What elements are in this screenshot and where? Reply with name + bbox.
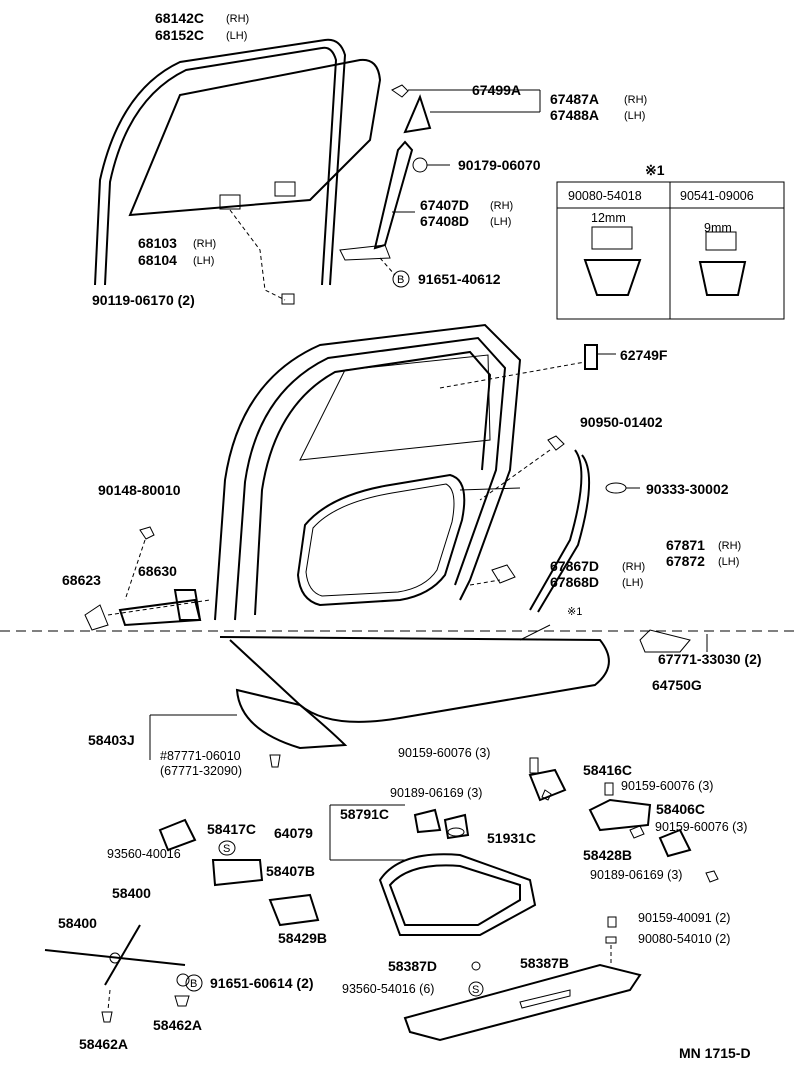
label-58400-a: 58400	[112, 885, 151, 901]
label-62749f: 62749F	[620, 347, 668, 363]
note-size1: 12mm	[591, 211, 626, 225]
svg-text:(LH): (LH)	[226, 30, 247, 42]
label-58406c: 58406C	[656, 801, 705, 817]
door-glass	[128, 58, 382, 305]
bracket-64750g	[639, 629, 708, 653]
note-size2: 9mm	[704, 221, 732, 235]
svg-text:(RH): (RH)	[226, 13, 249, 25]
label-58462a-a: 58462A	[153, 1017, 202, 1033]
label-58429b: 58429B	[278, 930, 327, 946]
svg-text:(RH): (RH)	[193, 238, 216, 250]
label-58403j: 58403J	[88, 732, 135, 748]
label-90159-a: 90159-60076 (3)	[398, 746, 490, 760]
label-68152c: 68152C	[155, 27, 204, 43]
label-67487a: 67487A	[550, 91, 599, 107]
label-58407b: 58407B	[266, 863, 315, 879]
label-58428b: 58428B	[583, 847, 632, 863]
label-58387d: 58387D	[388, 958, 437, 974]
label-58400-b: 58400	[58, 915, 97, 931]
svg-text:S: S	[472, 984, 479, 996]
label-90950: 90950-01402	[580, 414, 663, 430]
label-67872: 67872	[666, 553, 705, 569]
label-90159-b: 90159-60076 (3)	[621, 779, 713, 793]
label-58791c: 58791C	[340, 806, 389, 822]
label-67408d: 67408D	[420, 213, 469, 229]
label-64750g: 64750G	[652, 677, 702, 693]
label-67771-32090: (67771-32090)	[160, 764, 242, 778]
clip-67499a	[391, 84, 470, 98]
label-91651-40612: 91651-40612	[418, 271, 501, 287]
svg-text:(RH): (RH)	[624, 94, 647, 106]
triangle-cover	[403, 89, 541, 134]
note-box-title: ※1	[645, 162, 665, 178]
rear-channel	[339, 140, 450, 288]
label-90159-c: 90159-60076 (3)	[655, 820, 747, 834]
scuff-plate	[403, 916, 642, 1042]
door-frame	[214, 323, 522, 621]
note-col1: 90080-54018	[568, 189, 642, 203]
label-87771: #87771-06010	[160, 749, 241, 763]
label-67499a: 67499A	[472, 82, 521, 98]
seal-62749f	[439, 344, 616, 389]
label-68630: 68630	[138, 563, 177, 579]
tool-box	[329, 804, 537, 936]
svg-text:B: B	[190, 978, 197, 990]
svg-text:(RH): (RH)	[490, 200, 513, 212]
svg-text:(RH): (RH)	[718, 540, 741, 552]
weatherstrip	[519, 449, 640, 641]
tonneau-cover	[149, 636, 610, 768]
svg-text:(LH): (LH)	[718, 556, 739, 568]
svg-text:S: S	[223, 843, 230, 855]
label-90189-b: 90189-06169 (3)	[590, 868, 682, 882]
label-90148: 90148-80010	[98, 482, 181, 498]
label-90159-40091: 90159-40091 (2)	[638, 911, 730, 925]
jack-handle	[44, 924, 190, 1023]
label-93560-54016: 93560-54016 (6)	[342, 982, 434, 996]
svg-text:※1: ※1	[567, 606, 582, 618]
clip-90950	[479, 435, 565, 501]
label-68103: 68103	[138, 235, 177, 251]
label-90333: 90333-30002	[646, 481, 729, 497]
svg-text:(LH): (LH)	[193, 255, 214, 267]
label-67488a: 67488A	[550, 107, 599, 123]
label-64079: 64079	[274, 825, 313, 841]
svg-text:(LH): (LH)	[490, 216, 511, 228]
svg-text:(LH): (LH)	[622, 577, 643, 589]
label-68623: 68623	[62, 572, 101, 588]
label-90189-a: 90189-06169 (3)	[390, 786, 482, 800]
label-68142c: 68142C	[155, 10, 204, 26]
label-90080-54010: 90080-54010 (2)	[638, 932, 730, 946]
label-58387b: 58387B	[520, 955, 569, 971]
label-58462a-b: 58462A	[79, 1036, 128, 1052]
svg-text:B: B	[397, 274, 404, 286]
note-box	[556, 181, 785, 320]
labels: 68142C (RH) 68152C (LH) 67499A 67487A (R…	[58, 10, 762, 1061]
svg-text:(LH): (LH)	[624, 110, 645, 122]
hinge-parts	[84, 526, 516, 631]
label-90119: 90119-06170 (2)	[92, 292, 195, 308]
label-58417c: 58417C	[207, 821, 256, 837]
label-93560-40016: 93560-40016	[107, 847, 181, 861]
label-67771-33030: 67771-33030 (2)	[658, 651, 762, 667]
svg-text:(RH): (RH)	[622, 561, 645, 573]
label-58416c: 58416C	[583, 762, 632, 778]
label-51931c: 51931C	[487, 830, 536, 846]
label-67868d: 67868D	[550, 574, 599, 590]
note-col2: 90541-09006	[680, 189, 754, 203]
label-67871: 67871	[666, 537, 705, 553]
small-parts	[158, 757, 719, 927]
label-67407d: 67407D	[420, 197, 469, 213]
label-90179: 90179-06070	[458, 157, 541, 173]
diagram-code: MN 1715-D	[679, 1045, 751, 1061]
label-67867d: 67867D	[550, 558, 599, 574]
label-91651-60614: 91651-60614 (2)	[210, 975, 314, 991]
label-68104: 68104	[138, 252, 177, 268]
door-glass-run	[94, 38, 347, 286]
